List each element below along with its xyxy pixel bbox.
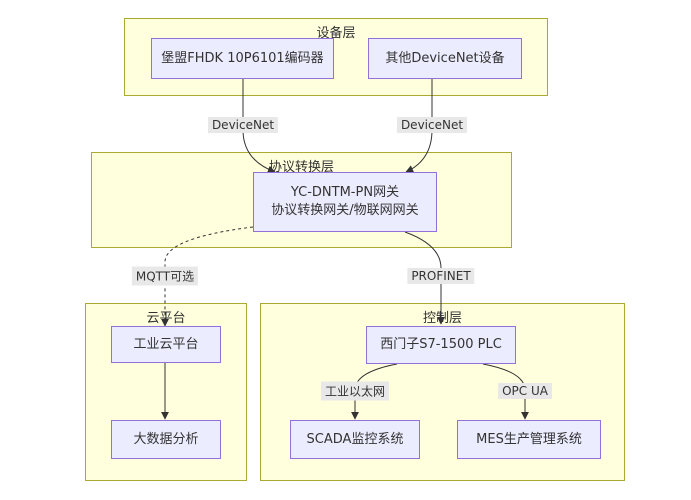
- mes-node[interactable]: MES生产管理系统: [457, 420, 601, 459]
- gateway-node[interactable]: YC-DNTM-PN网关 协议转换网关/物联网网关: [253, 172, 437, 232]
- device-layer-title: 设备层: [316, 26, 356, 41]
- other-devices-label: 其他DeviceNet设备: [385, 50, 505, 66]
- gateway-title: YC-DNTM-PN网关: [290, 185, 400, 200]
- big-data-node[interactable]: 大数据分析: [111, 420, 221, 459]
- cloud-layer-title: 云平台: [146, 311, 186, 326]
- protocol-layer-title: 协议转换层: [268, 160, 334, 175]
- edge-gateway-to-cloud: [161, 226, 254, 327]
- edge-label-ethernet: 工业以太网: [320, 381, 390, 401]
- mes-label: MES生产管理系统: [476, 431, 582, 447]
- plc-node[interactable]: 西门子S7-1500 PLC: [366, 326, 516, 364]
- scada-node[interactable]: SCADA监控系统: [290, 420, 420, 459]
- other-devices-node[interactable]: 其他DeviceNet设备: [368, 38, 522, 79]
- protocol-layer-cluster: 协议转换层: [91, 152, 512, 248]
- big-data-label: 大数据分析: [133, 431, 199, 447]
- edge-label-profinet: PROFINET: [407, 268, 475, 284]
- edge-label-devicenet-right: DeviceNet: [396, 117, 468, 133]
- gateway-subtitle: 协议转换网关/物联网网关: [271, 203, 419, 218]
- edge-label-opcua: OPC UA: [498, 383, 552, 399]
- plc-label: 西门子S7-1500 PLC: [380, 337, 502, 352]
- industrial-cloud-node[interactable]: 工业云平台: [111, 326, 221, 363]
- encoder-node[interactable]: 堡盟FHDK 10P6101编码器: [151, 38, 334, 79]
- edge-label-mqtt: MQTT可选: [131, 266, 199, 286]
- encoder-label: 堡盟FHDK 10P6101编码器: [161, 50, 324, 66]
- edge-label-devicenet-left: DeviceNet: [207, 117, 279, 133]
- edge-gateway-to-plc: [404, 231, 445, 325]
- industrial-cloud-label: 工业云平台: [133, 336, 199, 352]
- scada-label: SCADA监控系统: [306, 431, 404, 447]
